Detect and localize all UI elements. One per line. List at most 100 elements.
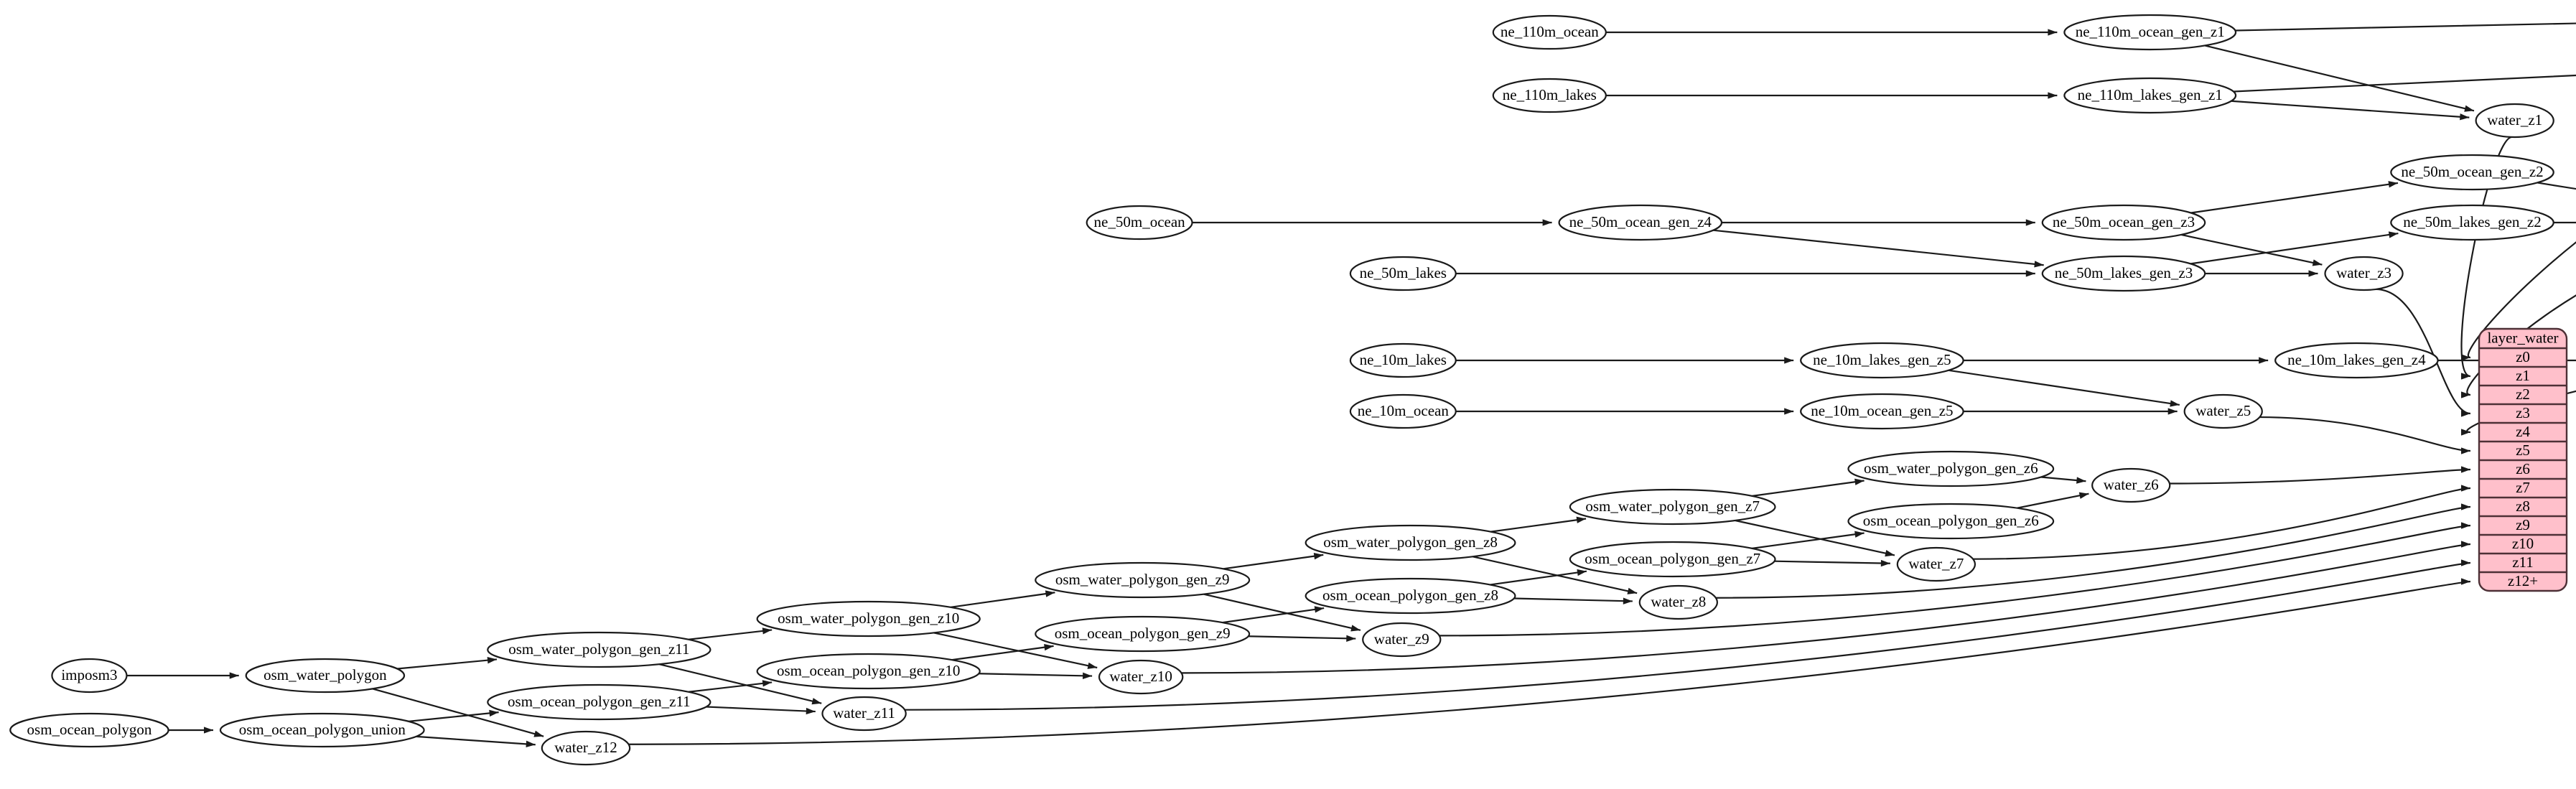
node-ne_50m_ocean_gen_z4[interactable]: ne_50m_ocean_gen_z4 bbox=[1558, 204, 1723, 241]
edge-osm_water_polygon-to-osm_water_polygon_gen_z11-arrowhead bbox=[487, 656, 498, 664]
node-water_z9[interactable]: water_z9 bbox=[1362, 622, 1442, 658]
node-osm_water_polygon_gen_z9[interactable]: osm_water_polygon_gen_z9 bbox=[1035, 561, 1251, 599]
edge-osm_ocean_polygon_gen_z8-to-water_z8-arrowhead bbox=[1623, 597, 1633, 604]
node-ellipse-osm_ocean_polygon_gen_z11 bbox=[487, 683, 711, 721]
edge-water_z7-to-layer-row-z7 bbox=[1973, 487, 2471, 560]
node-osm_ocean_polygon_gen_z10[interactable]: osm_ocean_polygon_gen_z10 bbox=[756, 653, 981, 690]
edge-osm_ocean_polygon_gen_z11-to-water_z11-arrowhead bbox=[806, 707, 816, 715]
edge-osm_water_polygon_gen_z8-to-osm_water_polygon_gen_z7 bbox=[1490, 518, 1587, 533]
node-water_z6[interactable]: water_z6 bbox=[2091, 467, 2171, 503]
node-osm_ocean_polygon_gen_z9[interactable]: osm_ocean_polygon_gen_z9 bbox=[1035, 615, 1251, 653]
node-label-ne_10m_lakes_gen_z4: ne_10m_lakes_gen_z4 bbox=[2287, 351, 2426, 368]
node-label-ne_50m_ocean_gen_z4: ne_50m_ocean_gen_z4 bbox=[1569, 213, 1712, 230]
node-ne_110m_ocean[interactable]: ne_110m_ocean bbox=[1492, 14, 1607, 50]
node-osm_ocean_polygon_gen_z6[interactable]: osm_ocean_polygon_gen_z6 bbox=[1847, 503, 2055, 540]
edge-ne_10m_ocean-to-ne_10m_ocean_gen_z5-arrowhead bbox=[1784, 408, 1794, 415]
node-ne_10m_lakes_gen_z5[interactable]: ne_10m_lakes_gen_z5 bbox=[1800, 342, 1964, 379]
edge-osm_ocean_polygon_gen_z11-to-osm_ocean_polygon_gen_z10-arrowhead bbox=[762, 680, 773, 687]
node-osm_ocean_polygon_gen_z11[interactable]: osm_ocean_polygon_gen_z11 bbox=[487, 683, 711, 721]
node-osm_water_polygon[interactable]: osm_water_polygon bbox=[245, 658, 406, 694]
node-ne_110m_lakes_gen_z1[interactable]: ne_110m_lakes_gen_z1 bbox=[2063, 77, 2237, 114]
edge-osm_water_polygon_gen_z11-to-water_z11-arrowhead bbox=[811, 698, 822, 705]
edge-ne_50m_ocean_gen_z3-to-water_z3 bbox=[2180, 233, 2323, 266]
node-ellipse-ne_10m_lakes_gen_z4 bbox=[2274, 342, 2439, 379]
node-osm_water_polygon_gen_z6[interactable]: osm_water_polygon_gen_z6 bbox=[1847, 450, 2055, 487]
node-ne_10m_ocean[interactable]: ne_10m_ocean bbox=[1349, 393, 1457, 429]
node-ellipse-water_z6 bbox=[2091, 467, 2171, 503]
node-ne_50m_ocean_gen_z2[interactable]: ne_50m_ocean_gen_z2 bbox=[2390, 154, 2554, 191]
node-water_z3[interactable]: water_z3 bbox=[2324, 256, 2404, 291]
node-ne_50m_ocean[interactable]: ne_50m_ocean bbox=[1086, 205, 1193, 241]
node-ellipse-water_z3 bbox=[2324, 256, 2404, 291]
node-ellipse-ne_50m_lakes_gen_z3 bbox=[2041, 255, 2206, 292]
node-ne_110m_lakes[interactable]: ne_110m_lakes bbox=[1492, 78, 1607, 113]
edge-water_z7-arrowhead bbox=[2461, 485, 2470, 492]
node-label-osm_water_polygon_gen_z10: osm_water_polygon_gen_z10 bbox=[778, 610, 959, 627]
node-label-imposm3: imposm3 bbox=[61, 666, 117, 683]
node-ne_10m_lakes_gen_z4[interactable]: ne_10m_lakes_gen_z4 bbox=[2274, 342, 2439, 379]
edge-water_z1-arrowhead bbox=[2461, 373, 2470, 380]
node-ellipse-water_z8 bbox=[1638, 584, 1719, 620]
edge-ne_50m_lakes_gen_z3-to-water_z3-arrowhead bbox=[2308, 270, 2318, 277]
edge-osm_ocean_polygon_union-to-osm_ocean_polygon_gen_z11-arrowhead bbox=[489, 709, 499, 717]
node-ne_50m_lakes[interactable]: ne_50m_lakes bbox=[1349, 256, 1457, 291]
node-ne_110m_ocean_gen_z1[interactable]: ne_110m_ocean_gen_z1 bbox=[2063, 14, 2237, 51]
node-ne_50m_lakes_gen_z2[interactable]: ne_50m_lakes_gen_z2 bbox=[2390, 204, 2554, 241]
node-imposm3[interactable]: imposm3 bbox=[51, 658, 128, 694]
node-ellipse-ne_10m_lakes_gen_z5 bbox=[1800, 342, 1964, 379]
edge-ne_10m_ocean_gen_z5-to-water_z5-arrowhead bbox=[2167, 408, 2178, 415]
node-label-osm_water_polygon_gen_z7: osm_water_polygon_gen_z7 bbox=[1585, 498, 1760, 515]
node-ellipse-water_z9 bbox=[1362, 622, 1442, 658]
node-ellipse-ne_50m_ocean bbox=[1086, 205, 1193, 241]
edge-osm_water_polygon-to-osm_water_polygon_gen_z11 bbox=[397, 658, 498, 670]
node-label-water_z1: water_z1 bbox=[2487, 111, 2542, 129]
edge-osm_ocean_polygon_gen_z11-to-osm_ocean_polygon_gen_z10 bbox=[688, 681, 773, 693]
edge-osm_water_polygon_gen_z9-to-water_z9-arrowhead bbox=[1350, 625, 1361, 632]
legend-row-label-z12+: z12+ bbox=[2508, 572, 2538, 589]
node-osm_water_polygon_gen_z10[interactable]: osm_water_polygon_gen_z10 bbox=[756, 600, 981, 638]
node-ne_10m_lakes[interactable]: ne_10m_lakes bbox=[1349, 342, 1457, 378]
node-water_z11[interactable]: water_z11 bbox=[821, 696, 907, 732]
node-osm_water_polygon_gen_z11[interactable]: osm_water_polygon_gen_z11 bbox=[487, 631, 711, 668]
node-ellipse-water_z12 bbox=[541, 730, 631, 766]
node-ne_50m_ocean_gen_z3[interactable]: ne_50m_ocean_gen_z3 bbox=[2041, 204, 2206, 241]
edge-ne_50m_ocean_gen_z4-to-ne_50m_ocean_gen_z3-arrowhead bbox=[2025, 219, 2035, 226]
edge-water_z3-to-layer-row-z3 bbox=[2376, 288, 2471, 415]
node-water_z10[interactable]: water_z10 bbox=[1098, 659, 1184, 695]
node-ellipse-ne_110m_lakes_gen_z1 bbox=[2063, 77, 2237, 114]
node-osm_ocean_polygon_gen_z7[interactable]: osm_ocean_polygon_gen_z7 bbox=[1569, 541, 1776, 578]
node-ne_50m_lakes_gen_z3[interactable]: ne_50m_lakes_gen_z3 bbox=[2041, 255, 2206, 292]
node-water_z1[interactable]: water_z1 bbox=[2475, 103, 2554, 139]
edge-osm_ocean_polygon_gen_z9-to-osm_ocean_polygon_gen_z8 bbox=[1222, 607, 1325, 624]
node-osm_ocean_polygon_gen_z8[interactable]: osm_ocean_polygon_gen_z8 bbox=[1305, 577, 1516, 615]
node-osm_water_polygon_gen_z8[interactable]: osm_water_polygon_gen_z8 bbox=[1305, 524, 1516, 561]
edge-ne_110m_lakes_gen_z1-to-water_z1-arrowhead bbox=[2460, 113, 2470, 121]
node-ellipse-osm_ocean_polygon bbox=[9, 712, 169, 748]
node-label-osm_water_polygon_gen_z11: osm_water_polygon_gen_z11 bbox=[508, 640, 689, 658]
node-ellipse-osm_water_polygon_gen_z6 bbox=[1847, 450, 2055, 487]
edge-water_z3-arrowhead bbox=[2461, 410, 2470, 417]
node-osm_ocean_polygon[interactable]: osm_ocean_polygon bbox=[9, 712, 169, 748]
node-water_z12[interactable]: water_z12 bbox=[541, 730, 631, 766]
node-water_z5[interactable]: water_z5 bbox=[2183, 393, 2263, 429]
edge-water_z0-to-layer-row-z0 bbox=[2467, 241, 2576, 359]
node-label-water_z10: water_z10 bbox=[1109, 668, 1172, 685]
edge-water_z1-to-layer-row-z1 bbox=[2460, 136, 2513, 378]
node-ne_10m_ocean_gen_z5[interactable]: ne_10m_ocean_gen_z5 bbox=[1800, 393, 1964, 430]
node-ellipse-ne_10m_ocean_gen_z5 bbox=[1800, 393, 1964, 430]
node-water_z7[interactable]: water_z7 bbox=[1896, 546, 1977, 582]
edge-osm_ocean_polygon_gen_z10-to-water_z10-arrowhead bbox=[1083, 672, 1093, 679]
node-water_z8[interactable]: water_z8 bbox=[1638, 584, 1719, 620]
edge-osm_water_polygon_gen_z9-to-osm_water_polygon_gen_z8 bbox=[1223, 554, 1324, 570]
edge-osm_ocean_polygon_gen_z9-to-osm_ocean_polygon_gen_z8-arrowhead bbox=[1314, 606, 1325, 613]
edge-ne_110m_lakes_gen_z1-to-ne_110m_lakes_gen_z0 bbox=[2233, 74, 2576, 93]
node-label-ne_50m_ocean_gen_z3: ne_50m_ocean_gen_z3 bbox=[2053, 213, 2195, 230]
legend-row-label-z6: z6 bbox=[2516, 460, 2530, 477]
node-ellipse-water_z1 bbox=[2475, 103, 2554, 139]
node-osm_ocean_polygon_union[interactable]: osm_ocean_polygon_union bbox=[219, 712, 425, 748]
edge-osm_ocean_polygon_gen_z6-to-water_z6-arrowhead bbox=[2078, 492, 2089, 499]
node-label-ne_110m_ocean_gen_z1: ne_110m_ocean_gen_z1 bbox=[2076, 23, 2225, 40]
edge-ne_50m_ocean_gen_z4-to-ne_50m_lakes_gen_z3-arrowhead bbox=[2034, 261, 2044, 268]
node-osm_water_polygon_gen_z7[interactable]: osm_water_polygon_gen_z7 bbox=[1569, 488, 1776, 526]
nodes-layer: imposm3 osm_water_polygon osm_ocean_polygo… bbox=[9, 14, 2554, 766]
